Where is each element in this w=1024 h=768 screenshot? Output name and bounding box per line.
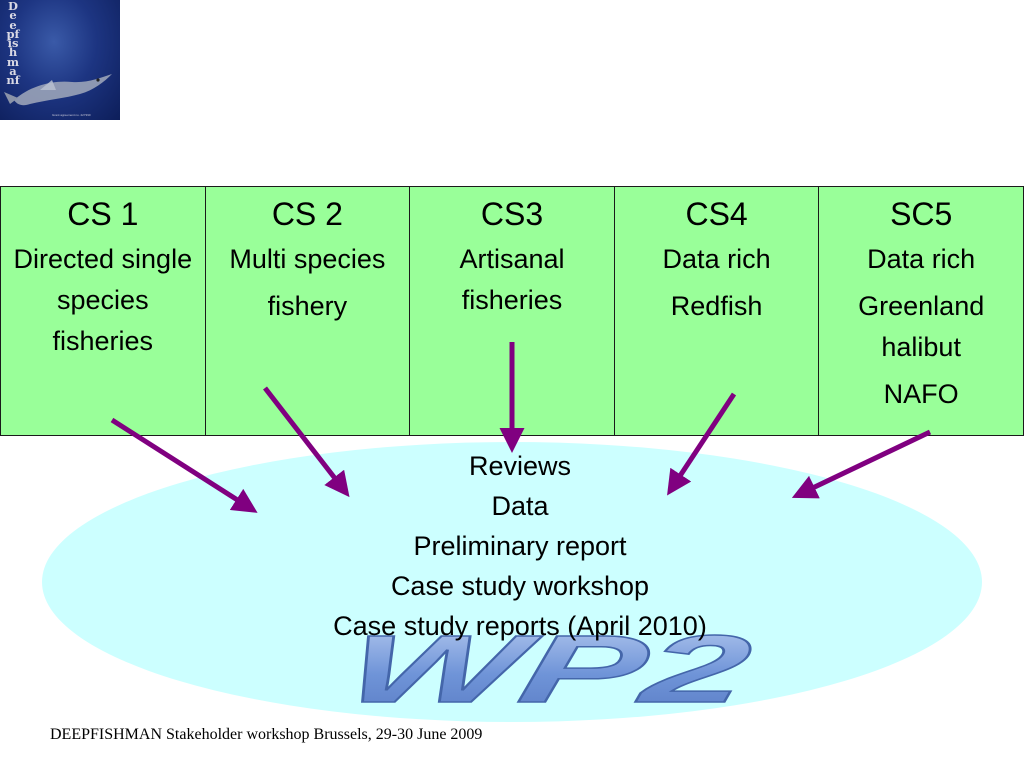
logo-wordmark: Deepfishmanf [6,0,20,88]
wp2-watermark: WP2 [336,622,760,722]
case-study-description: Directed single species fisheries [13,244,193,356]
arrow-sc5 [791,429,932,499]
case-study-title: SC5 [890,196,953,232]
case-study-cell-cs3: CS3 Artisanal fisheries [409,186,615,436]
wp2-watermark-text: WP2 [337,622,760,722]
case-study-cell-cs4: CS4 Data rich Redfish [613,186,820,436]
activity-line: Case study workshop [390,571,650,601]
activity-line: Data [491,491,549,521]
case-study-title: CS3 [480,196,544,232]
case-study-description: Multi species [229,244,386,274]
case-study-cell-sc5: SC5 Data rich Greenland halibut NAFO [818,186,1024,436]
case-study-row: CS 1 Directed single species fisheries C… [0,186,1024,436]
arrow-cs4 [667,392,737,496]
case-study-table: CS 1 Directed single species fisheries C… [0,186,1024,436]
case-study-title: CS 2 [271,196,343,232]
case-study-description: Data rich [867,244,976,274]
wp2-activity-list: Reviews Data Preliminary report Case stu… [220,446,820,646]
activity-line: Preliminary report [413,531,627,561]
fish-icon [4,74,112,106]
slide-footer: DEEPFISHMAN Stakeholder workshop Brussel… [50,726,483,743]
logo-fine-print: Grant agreement no. 227390 [52,113,91,117]
case-study-cell-cs1: CS 1 Directed single species fisheries [0,186,206,436]
activity-line: Reviews [468,451,572,481]
case-study-description: Artisanal fisheries [459,244,565,315]
arrow-cs2 [263,386,350,498]
case-study-description: Data rich [662,244,771,274]
activity-line: Case study reports (April 2010) [333,611,707,641]
case-study-description: Redfish [670,291,763,321]
deepfishman-logo: Deepfishmanf Grant agreement no. 227390 [0,0,120,120]
case-study-cell-cs2: CS 2 Multi species fishery [204,186,411,436]
wp2-ellipse [42,442,982,722]
case-study-description: Greenland halibut [858,291,985,362]
case-study-description: fishery [267,291,348,321]
case-study-title: CS 1 [67,196,139,232]
arrow-cs1 [110,417,258,513]
case-study-description: NAFO [883,379,959,409]
case-study-title: CS4 [685,196,748,232]
